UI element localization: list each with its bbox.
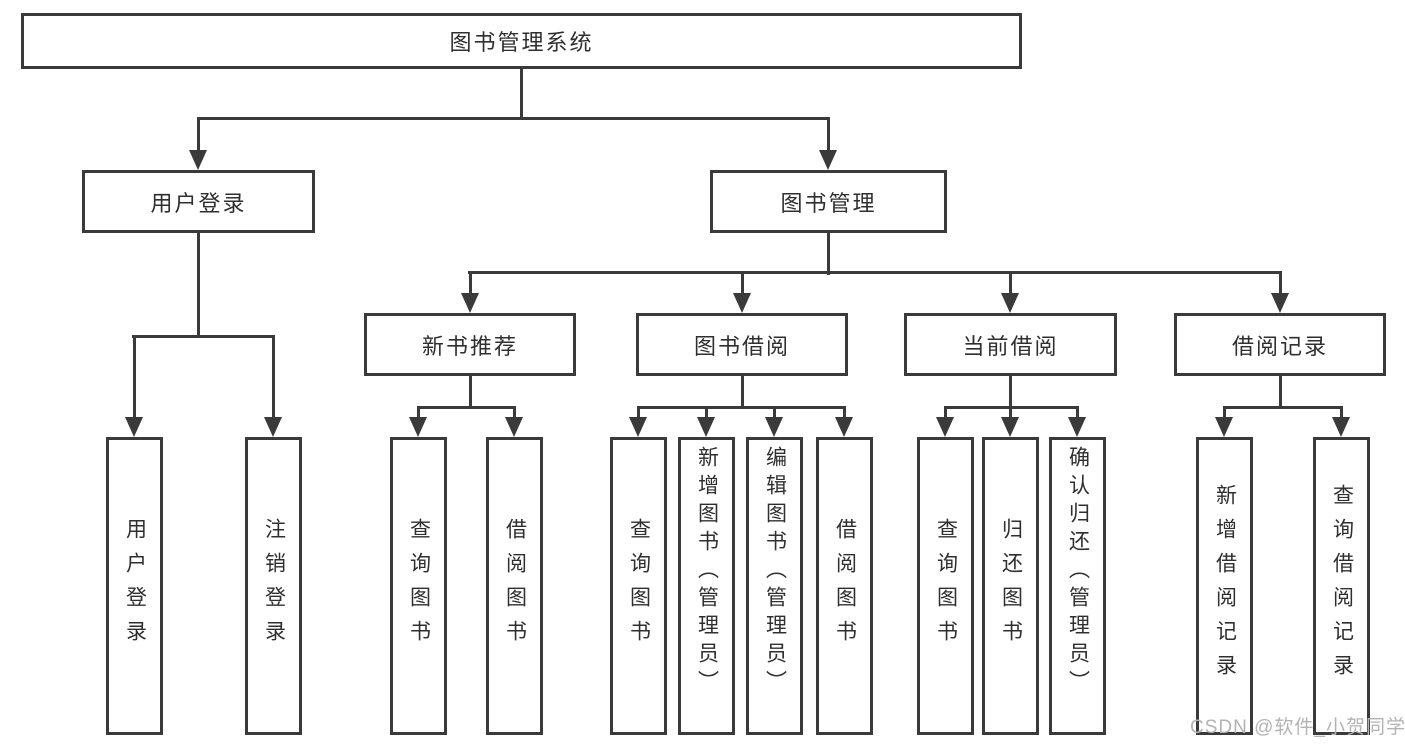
edge-line [741, 376, 744, 409]
arrow-down-icon [765, 417, 783, 437]
node-user-login: 用户登录 [82, 170, 315, 233]
arrow-down-icon [189, 150, 207, 170]
edge-line [1223, 406, 1343, 409]
leaf-add-book-admin: 新增图书（管理员） [678, 437, 735, 735]
edge-line [843, 407, 846, 418]
edge-line [637, 407, 640, 418]
node-book-borrowing: 图书借阅 [636, 313, 848, 376]
edge-line [132, 335, 275, 338]
edge-line [513, 407, 516, 418]
leaf-query-books-current: 查询图书 [917, 437, 974, 735]
edge-line [469, 272, 472, 294]
leaf-query-books-borrow: 查询图书 [610, 437, 667, 735]
edge-line [1009, 272, 1012, 294]
leaf-edit-book-admin: 编辑图书（管理员） [746, 437, 803, 735]
leaf-logout: 注销登录 [245, 437, 302, 735]
arrow-down-icon [936, 417, 954, 437]
edge-line [1223, 407, 1226, 418]
edge-line [827, 118, 830, 151]
arrow-down-icon [1271, 293, 1289, 313]
arrow-down-icon [1068, 417, 1086, 437]
edge-line [1076, 407, 1079, 418]
arrow-down-icon [1001, 293, 1019, 313]
edge-line [417, 407, 420, 418]
arrow-down-icon [819, 150, 837, 170]
node-current-borrowing: 当前借阅 [904, 313, 1117, 376]
arrow-down-icon [505, 417, 523, 437]
arrow-down-icon [264, 417, 282, 437]
arrow-down-icon [409, 417, 427, 437]
leaf-borrow-books-recommend: 借阅图书 [486, 437, 543, 735]
edge-line [1279, 376, 1282, 409]
leaf-borrow-books: 借阅图书 [816, 437, 873, 735]
arrow-down-icon [835, 417, 853, 437]
leaf-query-books-recommend: 查询图书 [390, 437, 447, 735]
arrow-down-icon [1215, 417, 1233, 437]
edge-line [1009, 407, 1012, 418]
edge-line [520, 69, 523, 120]
watermark: CSDN @软件_小贺同学 [1190, 717, 1405, 738]
node-book-management: 图书管理 [710, 170, 947, 233]
edge-line [272, 336, 275, 418]
leaf-confirm-return-admin: 确认归还（管理员） [1049, 437, 1106, 735]
edge-line [197, 118, 200, 151]
arrow-down-icon [629, 417, 647, 437]
edge-line [197, 233, 200, 338]
edge-line [773, 407, 776, 418]
arrow-down-icon [1332, 417, 1350, 437]
edge-line [637, 406, 846, 409]
arrow-down-icon [125, 417, 143, 437]
edge-line [705, 407, 708, 418]
edge-line [469, 376, 472, 409]
node-new-book-recommendation: 新书推荐 [364, 313, 576, 376]
edge-line [1279, 272, 1282, 294]
edge-line [468, 271, 1282, 274]
leaf-add-borrow-record: 新增借阅记录 [1196, 437, 1253, 735]
leaf-return-books: 归还图书 [982, 437, 1039, 735]
edge-line [741, 272, 744, 294]
arrow-down-icon [733, 293, 751, 313]
node-borrowing-records: 借阅记录 [1174, 313, 1386, 376]
node-library-management-system: 图书管理系统 [21, 13, 1022, 69]
arrow-down-icon [1001, 417, 1019, 437]
arrow-down-icon [697, 417, 715, 437]
edge-line [417, 406, 516, 409]
leaf-user-login: 用户登录 [106, 437, 163, 735]
edge-line [133, 336, 136, 418]
arrow-down-icon [461, 293, 479, 313]
edge-line [1340, 407, 1343, 418]
edge-line [827, 233, 830, 275]
edge-line [944, 407, 947, 418]
edge-line [1009, 376, 1012, 409]
leaf-query-borrow-record: 查询借阅记录 [1313, 437, 1370, 735]
edge-line [197, 117, 830, 120]
